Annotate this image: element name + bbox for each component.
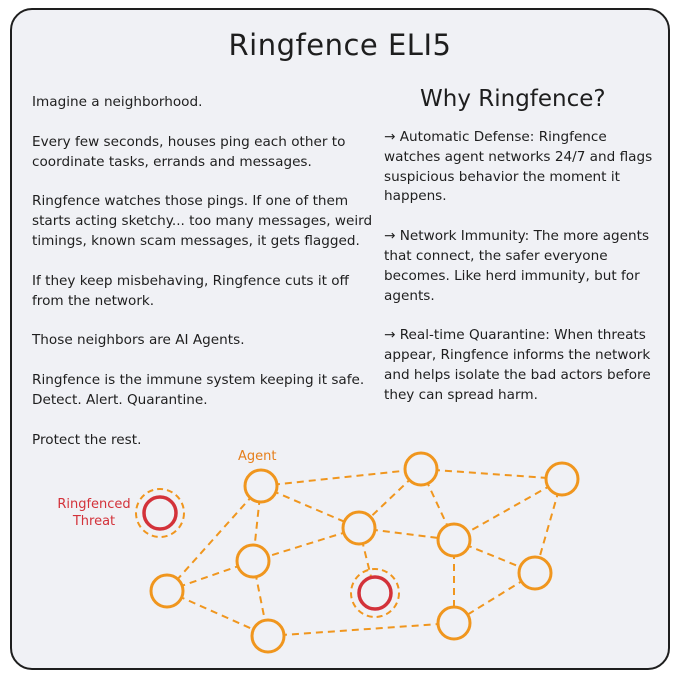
threat-node bbox=[142, 495, 178, 531]
agent-label: Agent bbox=[238, 449, 277, 464]
agent-nodes bbox=[149, 451, 580, 654]
paragraph: Protect the rest. bbox=[32, 431, 142, 448]
network-edge bbox=[166, 590, 269, 637]
paragraph: Imagine a neighborhood. bbox=[32, 94, 203, 110]
threat-label-line: Threat bbox=[72, 514, 116, 529]
network-edge bbox=[260, 468, 422, 487]
page-title: Ringfence ELI5 bbox=[228, 28, 452, 62]
card bbox=[10, 8, 670, 670]
agent-node bbox=[235, 543, 271, 579]
network-edges bbox=[166, 468, 563, 637]
network-edge bbox=[453, 478, 563, 541]
agent-node bbox=[341, 510, 377, 546]
threat-label-line: Ringfenced bbox=[57, 497, 131, 512]
ringfence-boundary bbox=[135, 488, 185, 538]
paragraph: If they keep misbehaving, Ringfence cuts… bbox=[32, 272, 349, 309]
agent-node bbox=[517, 555, 553, 591]
network-edge bbox=[420, 468, 563, 480]
network-edge bbox=[260, 485, 360, 529]
agent-node bbox=[436, 522, 472, 558]
explanation-column: Imagine a neighborhood. Every few second… bbox=[32, 93, 377, 471]
network-edge bbox=[267, 622, 455, 637]
ringfenced-threat-isolated bbox=[135, 488, 185, 538]
threat-node bbox=[357, 575, 393, 611]
agent-node bbox=[436, 605, 472, 641]
paragraph: Every few seconds, houses ping each othe… bbox=[32, 133, 346, 170]
paragraph: Those neighbors are AI Agents. bbox=[32, 332, 245, 349]
benefit-item: → Network Immunity: The more agents that… bbox=[384, 228, 650, 304]
threat-label: Ringfenced Threat bbox=[44, 496, 144, 530]
ringfence-boundary bbox=[350, 568, 400, 618]
agent-node bbox=[250, 618, 286, 654]
agent-node bbox=[544, 461, 580, 497]
benefit-item: → Automatic Defense: Ringfence watches a… bbox=[384, 129, 653, 205]
paragraph: Ringfence is the immune system keeping i… bbox=[32, 372, 365, 408]
ringfenced-threat-in-network bbox=[350, 568, 400, 618]
agent-node bbox=[149, 573, 185, 609]
agent-node bbox=[403, 451, 439, 487]
agent-node bbox=[243, 468, 279, 504]
network-edge bbox=[252, 527, 360, 562]
benefit-item: → Real-time Quarantine: When threats app… bbox=[384, 327, 651, 403]
paragraph: Ringfence watches those pings. If one of… bbox=[32, 193, 373, 249]
section-heading: Why Ringfence? bbox=[420, 86, 606, 112]
benefits-column: → Automatic Defense: Ringfence watches a… bbox=[384, 128, 664, 426]
